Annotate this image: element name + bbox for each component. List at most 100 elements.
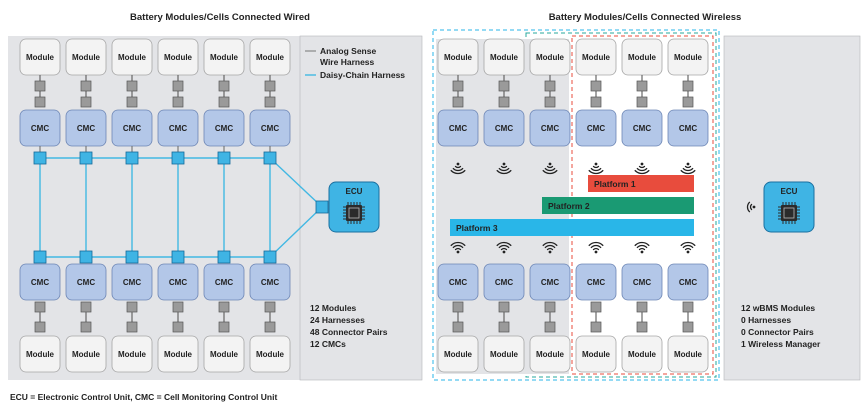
daisy-connector (33, 151, 47, 165)
connector (544, 80, 556, 92)
cmc-label: CMC (123, 124, 141, 133)
cmc-label: CMC (77, 278, 95, 287)
cmc-label: CMC (169, 278, 187, 287)
cmc-label: CMC (679, 278, 697, 287)
platform-label: Platform 1 (594, 179, 636, 189)
wireless-section: ModuleCMCCMCModuleModuleCMCCMCModuleModu… (432, 29, 815, 381)
connector (636, 301, 648, 313)
wireless-stat: 1 Wireless Manager (741, 339, 821, 349)
platform-label: Platform 3 (456, 223, 498, 233)
daisy-connector (125, 250, 139, 264)
wireless-stats: 12 wBMS Modules 0 Harnesses 0 Connector … (741, 303, 821, 349)
cmc-label: CMC (587, 278, 605, 287)
daisy-connector (79, 151, 93, 165)
connector (636, 80, 648, 92)
cmc-box (249, 263, 291, 301)
cmc-box (667, 263, 709, 301)
daisy-connector (315, 200, 329, 214)
wireless-signal-icon (496, 241, 512, 254)
module-label: Module (118, 53, 147, 62)
module-label: Module (118, 350, 147, 359)
module-label: Module (444, 350, 473, 359)
wired-stat: 48 Connector Pairs (310, 327, 388, 337)
connector (682, 321, 694, 333)
legend-analog-line1: Analog Sense (320, 46, 376, 56)
connector (590, 96, 602, 108)
connector (544, 96, 556, 108)
daisy-connector (171, 151, 185, 165)
wireless-signal-icon (634, 162, 650, 175)
cmc-box (65, 263, 107, 301)
connector (172, 321, 184, 333)
wired-title: Battery Modules/Cells Connected Wired (130, 12, 310, 23)
cmc-label: CMC (541, 278, 559, 287)
daisy-connector (263, 250, 277, 264)
cmc-label: CMC (215, 124, 233, 133)
module-box (157, 335, 199, 373)
cmc-label: CMC (495, 278, 513, 287)
module-box (483, 335, 525, 373)
connector (452, 80, 464, 92)
cmc-box (529, 109, 571, 147)
wired-stat: 12 Modules (310, 303, 357, 313)
connector (682, 80, 694, 92)
daisy-connector (33, 250, 47, 264)
connector (544, 321, 556, 333)
module-box (621, 335, 663, 373)
connector (34, 80, 46, 92)
daisy-to-ecu (269, 157, 323, 208)
connector (80, 96, 92, 108)
cmc-box (157, 263, 199, 301)
wireless-signal-icon (634, 241, 650, 254)
cmc-box (621, 263, 663, 301)
wireless-stat: 0 Harnesses (741, 315, 791, 325)
cmc-box (667, 109, 709, 147)
wireless-signal-icon (450, 162, 466, 175)
connector (590, 321, 602, 333)
platform-bar (450, 219, 694, 236)
connector (590, 301, 602, 313)
module-label: Module (256, 350, 285, 359)
module-label: Module (72, 350, 101, 359)
module-box (437, 335, 479, 373)
platform-bar (542, 197, 694, 214)
wireless-signal-icon (542, 162, 558, 175)
cmc-box (203, 263, 245, 301)
daisy-connector (263, 151, 277, 165)
cmc-box (575, 109, 617, 147)
module-box (249, 335, 291, 373)
wireless-signal-icon (680, 162, 696, 175)
wired-stats: 12 Modules 24 Harnesses 48 Connector Pai… (310, 303, 388, 349)
ecu-label: ECU (346, 187, 363, 196)
connector (172, 96, 184, 108)
connector (452, 321, 464, 333)
connector (264, 80, 276, 92)
legend: Analog Sense Wire Harness Daisy-Chain Ha… (305, 46, 405, 80)
cmc-label: CMC (31, 278, 49, 287)
connector (126, 321, 138, 333)
cmc-label: CMC (123, 278, 141, 287)
module-box (111, 335, 153, 373)
cmc-label: CMC (31, 124, 49, 133)
connector (172, 80, 184, 92)
connector (218, 96, 230, 108)
wireless-stat: 0 Connector Pairs (741, 327, 814, 337)
module-label: Module (164, 53, 193, 62)
connector (544, 301, 556, 313)
connector (80, 80, 92, 92)
cmc-label: CMC (633, 278, 651, 287)
connector (264, 96, 276, 108)
cmc-label: CMC (169, 124, 187, 133)
wireless-signal-icon (588, 162, 604, 175)
connector (126, 301, 138, 313)
connector (126, 80, 138, 92)
module-box (203, 335, 245, 373)
platform-1-outline (571, 35, 714, 375)
module-box (19, 335, 61, 373)
module-label: Module (582, 350, 611, 359)
module-label: Module (582, 53, 611, 62)
cmc-box (483, 263, 525, 301)
cmc-label: CMC (541, 124, 559, 133)
cmc-box (19, 263, 61, 301)
